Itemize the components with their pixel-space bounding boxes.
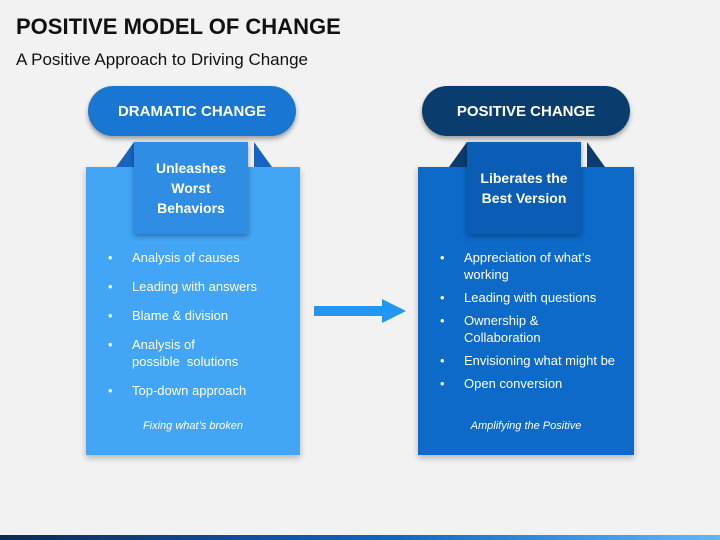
list-item-text: Top-down approach — [132, 383, 247, 398]
positive-tab-fold-right — [587, 142, 605, 167]
positive-tab-fold-left — [449, 142, 467, 167]
list-item: Blame & division — [108, 307, 294, 324]
positive-footer-note: Amplifying the Positive — [470, 420, 582, 432]
list-item-text: Envisioning what might be — [464, 353, 616, 368]
list-item-text: Appreciation of what’s — [464, 250, 591, 265]
positive-tab: Liberates the Best Version — [467, 142, 581, 234]
list-item: Envisioning what might be — [440, 352, 628, 369]
list-item: Open conversion — [440, 375, 628, 392]
list-item: Top-down approach — [108, 382, 294, 399]
list-item: Appreciation of what’s working — [440, 249, 628, 283]
list-item-text: working — [464, 267, 509, 282]
list-item-text: Ownership & — [464, 313, 539, 328]
dramatic-tab-fold-left — [116, 142, 134, 167]
dramatic-change-header: DRAMATIC CHANGE — [88, 86, 296, 136]
list-item: Ownership & Collaboration — [440, 312, 628, 346]
list-item-text: Open conversion — [464, 376, 563, 391]
positive-change-header: POSITIVE CHANGE — [422, 86, 630, 136]
list-item-text: Blame & division — [132, 308, 229, 323]
page-subtitle: A Positive Approach to Driving Change — [16, 50, 309, 69]
list-item-text: possible solutions — [132, 354, 239, 369]
list-item: Analysis of causes — [108, 249, 294, 266]
bottom-accent-bar — [0, 535, 720, 540]
list-item-text: Leading with answers — [132, 279, 258, 294]
dramatic-tab: Unleashes Worst Behaviors — [134, 142, 248, 234]
list-item-text: Collaboration — [464, 330, 541, 345]
list-item-text: Leading with questions — [464, 290, 597, 305]
dramatic-tab-line: Unleashes — [155, 160, 227, 176]
right-arrow-icon — [314, 299, 406, 323]
positive-tab-line: Best Version — [481, 190, 567, 206]
list-item: Analysis of possible solutions — [108, 336, 294, 370]
positive-list: Appreciation of what’s working Leading w… — [440, 249, 628, 392]
page-title: POSITIVE MODEL OF CHANGE — [16, 14, 341, 39]
list-item-text: Analysis of — [132, 337, 195, 352]
list-item: Leading with answers — [108, 278, 294, 295]
dramatic-tab-fold-right — [254, 142, 272, 167]
dramatic-tab-line: Behaviors — [157, 200, 225, 216]
list-item: Leading with questions — [440, 289, 628, 306]
positive-change-label: POSITIVE CHANGE — [456, 102, 596, 120]
dramatic-footer-note: Fixing what’s broken — [142, 420, 244, 432]
dramatic-change-label: DRAMATIC CHANGE — [117, 102, 267, 120]
dramatic-tab-line: Worst — [171, 180, 211, 196]
positive-tab-line: Liberates the — [480, 170, 568, 186]
dramatic-list: Analysis of causes Leading with answers … — [108, 249, 294, 399]
list-item-text: Analysis of causes — [132, 250, 240, 265]
